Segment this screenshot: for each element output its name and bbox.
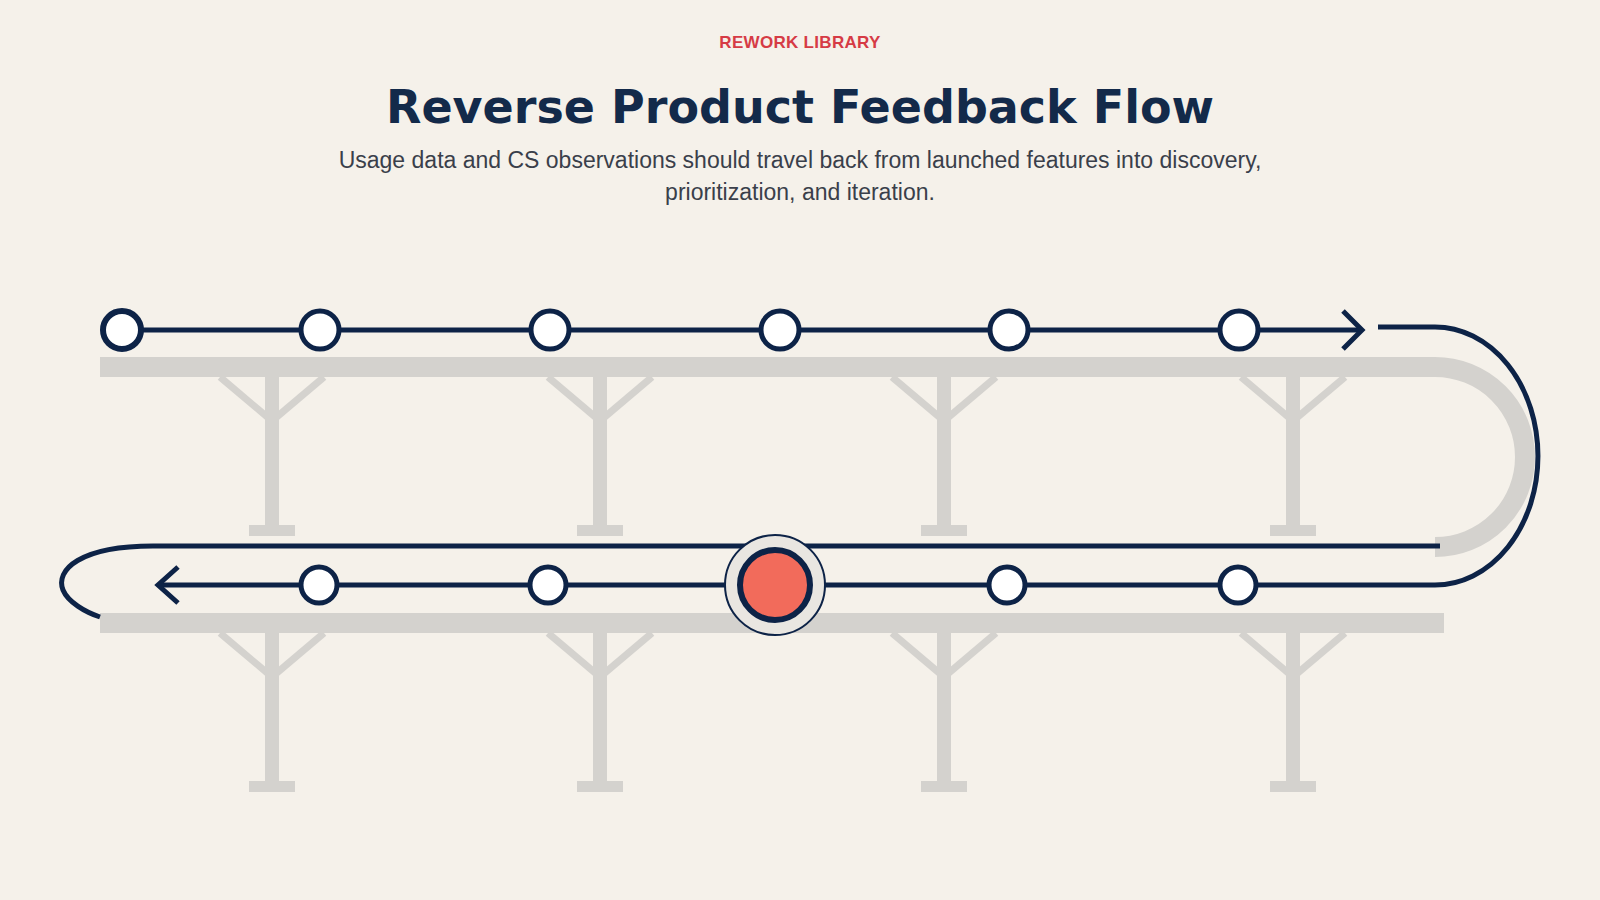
feedback-marker: [740, 550, 810, 620]
kicker-label: REWORK LIBRARY: [0, 33, 1600, 53]
stage-marker: [103, 311, 141, 349]
stage-marker: [531, 311, 569, 349]
conveyor-leg: [548, 633, 652, 792]
diagram-title: Reverse Product Feedback Flow: [0, 80, 1600, 134]
conveyor-leg: [892, 377, 996, 536]
arrow-head: [1343, 311, 1362, 349]
stage-marker: [989, 567, 1025, 603]
conveyor-belt: [100, 367, 1525, 547]
arrow-head: [158, 567, 178, 603]
conveyor-leg: [548, 377, 652, 536]
conveyor-leg: [1241, 633, 1345, 792]
stage-marker: [1220, 567, 1256, 603]
diagram-caption: Usage data and CS observations should tr…: [290, 144, 1310, 208]
stage-marker: [1220, 311, 1258, 349]
stage-marker: [301, 311, 339, 349]
conveyor-leg: [220, 633, 324, 792]
stage-marker: [301, 567, 337, 603]
highlight-ring: [725, 535, 825, 635]
conveyor-leg: [220, 377, 324, 536]
stage-marker: [990, 311, 1028, 349]
stage-marker: [761, 311, 799, 349]
conveyor-leg: [892, 633, 996, 792]
conveyor-leg: [1241, 377, 1345, 536]
stage-marker: [530, 567, 566, 603]
